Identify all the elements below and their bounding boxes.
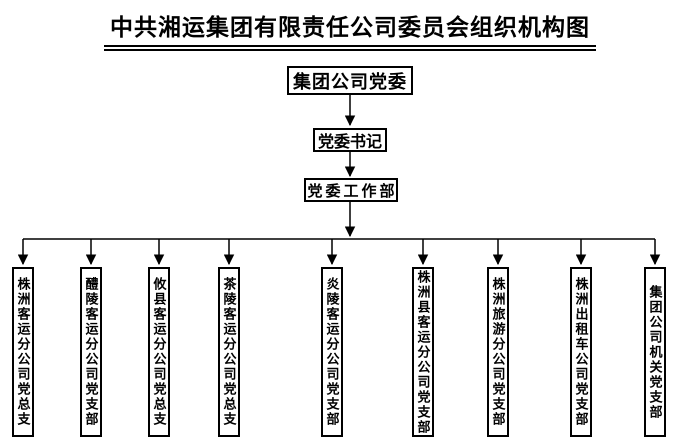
node-party-secretary: 党委书记 [313, 128, 387, 152]
branch-node-4: 茶陵客运分公司党总支 [218, 267, 240, 437]
branch-node-8: 株洲出租车公司党支部 [570, 267, 592, 437]
branch-node-3-label: 攸县客运分公司党总支 [151, 277, 167, 427]
branch-node-2: 醴陵客运分公司党支部 [80, 267, 102, 437]
branch-node-7-label: 株洲旅游分公司党支部 [490, 277, 506, 427]
chart-title: 中共湘运集团有限责任公司委员会组织机构图 [104, 8, 596, 51]
title-area: 中共湘运集团有限责任公司委员会组织机构图 [0, 8, 700, 51]
branch-node-6-label: 株洲县客运分公司党支部 [415, 269, 431, 435]
branch-node-8-label: 株洲出租车公司党支部 [573, 277, 589, 427]
branch-node-6: 株洲县客运分公司党支部 [412, 267, 434, 437]
branch-node-5-label: 炎陵客运分公司党支部 [324, 277, 340, 427]
node-party-work-dept: 党委工作部 [304, 178, 398, 202]
branch-node-5: 炎陵客运分公司党支部 [321, 267, 343, 437]
branch-node-7: 株洲旅游分公司党支部 [487, 267, 509, 437]
branch-node-1-label: 株洲客运分公司党总支 [15, 277, 31, 427]
branch-node-9: 集团公司机关党支部 [644, 267, 666, 437]
branch-node-3: 攸县客运分公司党总支 [148, 267, 170, 437]
branch-node-9-label: 集团公司机关党支部 [647, 284, 663, 420]
node-group-party-committee-label: 集团公司党委 [293, 71, 407, 92]
branch-node-4-label: 茶陵客运分公司党总支 [221, 277, 237, 427]
branch-node-1: 株洲客运分公司党总支 [12, 267, 34, 437]
node-party-work-dept-label: 党委工作部 [307, 183, 398, 200]
node-party-secretary-label: 党委书记 [317, 134, 382, 151]
node-group-party-committee: 集团公司党委 [287, 66, 413, 95]
branch-node-2-label: 醴陵客运分公司党支部 [83, 277, 99, 427]
